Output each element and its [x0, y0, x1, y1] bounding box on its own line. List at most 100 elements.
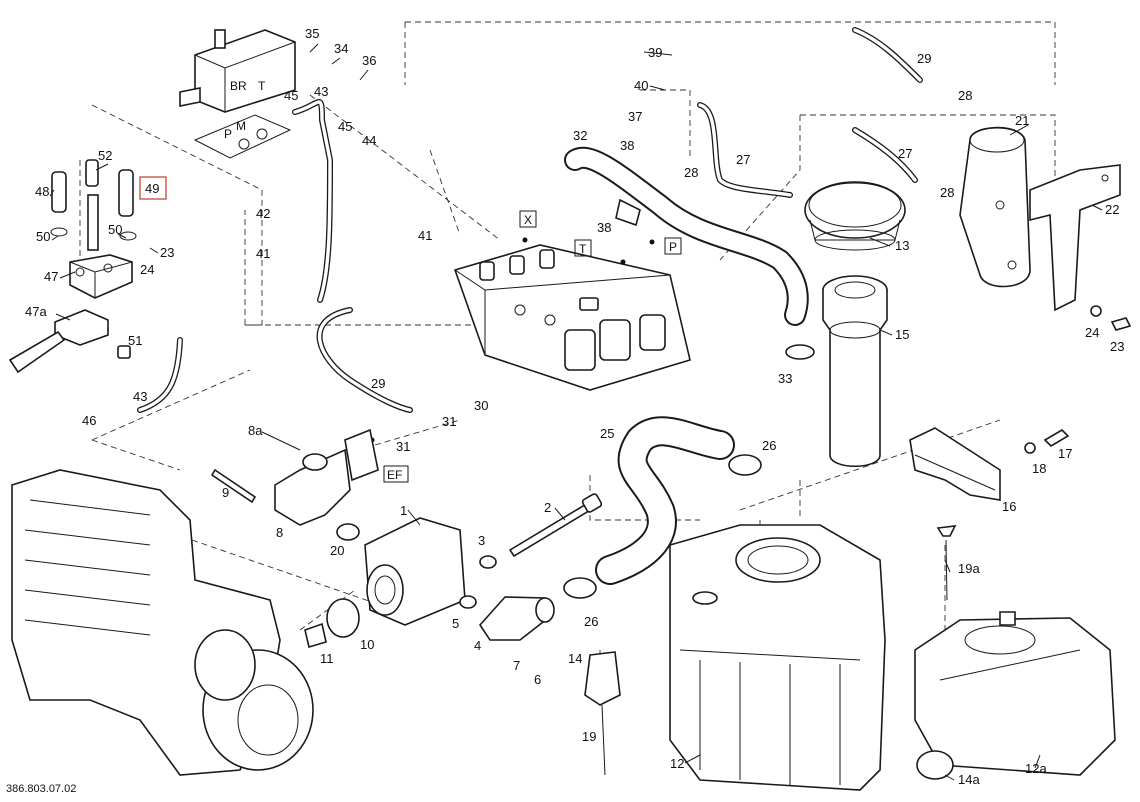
callout-17: 17	[1058, 446, 1072, 461]
transmission-housing	[11, 469, 314, 776]
mp-port-plate: M P	[193, 114, 292, 159]
callout-8a: 8a	[248, 423, 263, 438]
callout-41-b: 41	[418, 228, 432, 243]
callout-28-a: 28	[684, 165, 698, 180]
callout-4: 4	[474, 638, 481, 653]
return-tube-32	[564, 146, 809, 326]
hoses	[137, 27, 923, 413]
callout-19a: 19a	[958, 561, 980, 576]
callout-28-b: 28	[958, 88, 972, 103]
callout-18: 18	[1032, 461, 1046, 476]
plate-letter-m: M	[236, 119, 246, 133]
callout-48: 48	[35, 184, 49, 199]
callout-41-a: 41	[256, 246, 270, 261]
block-letter-br: BR	[230, 79, 247, 93]
callout-5: 5	[452, 616, 459, 631]
callout-9: 9	[222, 485, 229, 500]
bolt-2	[459, 493, 603, 609]
callout-26-a: 26	[762, 438, 776, 453]
callout-40: 40	[634, 78, 648, 93]
callout-50-a: 50	[36, 229, 50, 244]
callout-24-b: 24	[1085, 325, 1099, 340]
port-label-ef: EF	[387, 468, 402, 482]
bracket-16	[909, 427, 1070, 501]
callout-31-a: 31	[442, 414, 456, 429]
drawing-number: 386.803.07.02	[6, 783, 76, 795]
callout-29-b: 29	[917, 51, 931, 66]
hydraulic-pump-1	[304, 517, 466, 649]
callout-11: 11	[320, 651, 334, 666]
port-label-p: P	[669, 240, 677, 254]
block-letter-t: T	[258, 79, 266, 93]
control-valve-assembly	[453, 244, 691, 391]
callout-44: 44	[362, 133, 376, 148]
callout-14: 14	[568, 651, 582, 666]
callout-10: 10	[360, 637, 374, 652]
callout-50-b: 50	[108, 222, 122, 237]
callout-29-a: 29	[371, 376, 385, 391]
callout-21: 21	[1015, 113, 1029, 128]
flow-valve-8	[210, 428, 379, 541]
callout-35: 35	[305, 26, 319, 41]
callout-45-b: 45	[338, 119, 352, 134]
brake-valve-block: BR T	[179, 29, 296, 113]
callout-46: 46	[82, 413, 96, 428]
callout-25: 25	[600, 426, 614, 441]
callout-1: 1	[400, 503, 407, 518]
callout-52: 52	[98, 148, 112, 163]
callout-27-a: 27	[736, 152, 750, 167]
callout-15: 15	[895, 327, 909, 342]
callout-12a: 12a	[1025, 761, 1047, 776]
callout-38-b: 38	[597, 220, 611, 235]
callout-22: 22	[1105, 202, 1119, 217]
callout-14a: 14a	[958, 772, 980, 787]
callout-20: 20	[330, 543, 344, 558]
callout-6: 6	[534, 672, 541, 687]
callout-2: 2	[544, 500, 551, 515]
callout-24-a: 24	[140, 262, 154, 277]
callout-34: 34	[334, 41, 348, 56]
callout-27-b: 27	[898, 146, 912, 161]
leader-lines	[49, 43, 1103, 781]
highlight-box-49	[139, 176, 167, 200]
pressure-sensor-group	[8, 159, 137, 374]
callout-42: 42	[256, 206, 270, 221]
dipstick-19a	[936, 525, 957, 601]
callout-43-b: 43	[133, 389, 147, 404]
callout-30: 30	[474, 398, 488, 413]
callout-47a: 47a	[25, 304, 47, 319]
valve-housing-21	[959, 126, 1132, 331]
callout-19: 19	[582, 729, 596, 744]
callout-23-a: 23	[160, 245, 174, 260]
callout-12: 12	[670, 756, 684, 771]
port-label-x: X	[524, 213, 532, 227]
plate-letter-p: P	[224, 127, 232, 141]
level-sensor-14	[584, 651, 621, 776]
callout-28-c: 28	[940, 185, 954, 200]
suction-hose-25	[563, 416, 762, 599]
filter-element-15	[785, 275, 888, 467]
tank-cover-12a	[914, 611, 1116, 780]
callout-32: 32	[573, 128, 587, 143]
oil-tank-12	[669, 524, 886, 791]
callout-47: 47	[44, 269, 58, 284]
callout-23-b: 23	[1110, 339, 1124, 354]
callout-37: 37	[628, 109, 642, 124]
filter-cap-13	[804, 181, 906, 251]
callout-13: 13	[895, 238, 909, 253]
callout-31-b: 31	[396, 439, 410, 454]
callout-43-a: 43	[314, 84, 328, 99]
callout-36: 36	[362, 53, 376, 68]
callout-38-a: 38	[620, 138, 634, 153]
part-callouts: 35 34 36 45 43 45 44 52 48 49 42 50 50 2…	[25, 26, 1124, 787]
callout-49: 49	[145, 181, 159, 196]
port-label-t: T	[579, 242, 587, 256]
callout-3: 3	[478, 533, 485, 548]
callout-45-a: 45	[284, 88, 298, 103]
callout-16: 16	[1002, 499, 1016, 514]
callout-51: 51	[128, 333, 142, 348]
callout-7: 7	[513, 658, 520, 673]
port-labels: X T P EF	[369, 210, 682, 483]
callout-39: 39	[648, 45, 662, 60]
